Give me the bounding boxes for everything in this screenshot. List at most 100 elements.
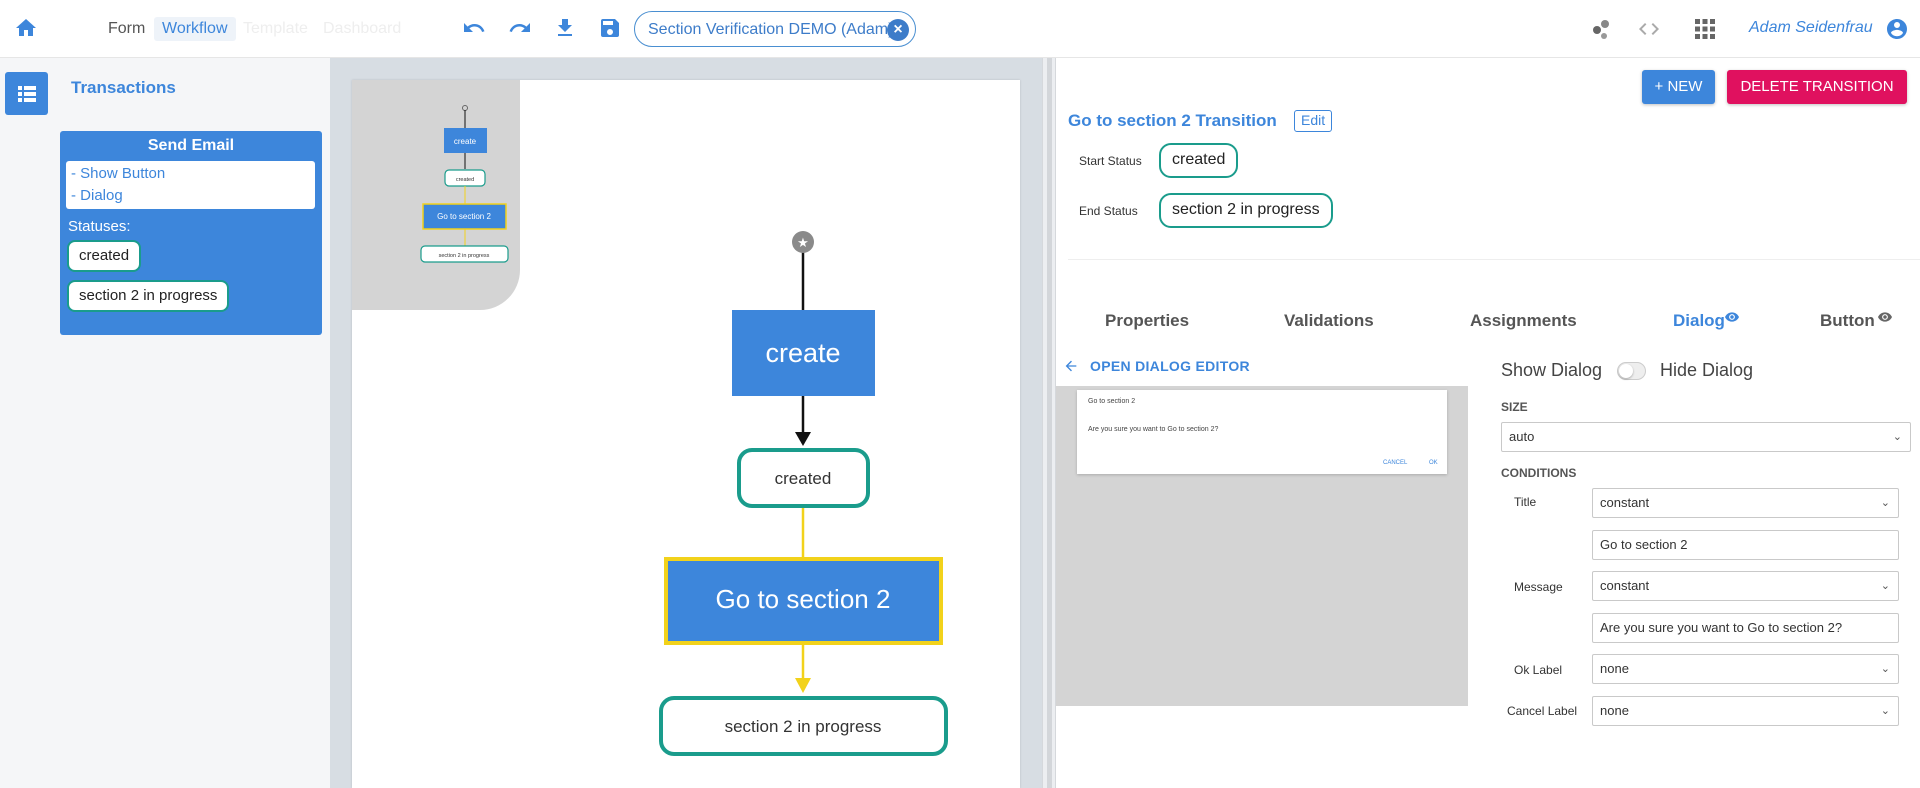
start-node[interactable]: [792, 231, 814, 253]
title-input[interactable]: Go to section 2: [1592, 530, 1899, 560]
transactions-panel: Transactions Send Email - Show Button - …: [0, 58, 330, 788]
undo-icon[interactable]: [460, 16, 488, 45]
preview-title: Go to section 2: [1088, 398, 1136, 405]
end-status-label: End Status: [1079, 204, 1138, 218]
minimap-node-end-label: section 2 in progress: [439, 253, 490, 259]
tab-validations[interactable]: Validations: [1284, 311, 1374, 330]
node-end[interactable]: [659, 696, 948, 756]
minimap-node-end: [420, 245, 509, 263]
node-transition[interactable]: [664, 557, 943, 645]
minimap-node-transition-label: Go to section 2: [437, 212, 491, 221]
action-item-dialog[interactable]: - Dialog: [71, 187, 123, 204]
minimap-node-transition: [422, 203, 507, 230]
cancel-label-value: none: [1600, 703, 1629, 718]
home-icon[interactable]: [13, 16, 39, 40]
document-chip-label: Section Verification DEMO (Adam): [648, 21, 894, 38]
tab-properties[interactable]: Properties: [1105, 311, 1190, 330]
panel-resize-handle[interactable]: [1042, 58, 1056, 788]
open-dialog-editor-link[interactable]: OPEN DIALOG EDITOR: [1090, 358, 1250, 374]
conditions-label: CONDITIONS: [1501, 466, 1577, 480]
transition-title: Go to section 2 Transition: [1068, 111, 1277, 130]
resize-bar: [1047, 58, 1052, 788]
preview-cancel: CANCEL: [1383, 460, 1408, 466]
delete-transition-button[interactable]: DELETE TRANSITION: [1727, 70, 1907, 104]
chevron-down-icon: ⌄: [1892, 431, 1902, 443]
show-dialog-label: Show Dialog: [1501, 360, 1603, 380]
end-status-chip[interactable]: section 2 in progress: [1159, 193, 1333, 228]
action-item-show-button[interactable]: - Show Button: [71, 165, 166, 182]
tab-button[interactable]: Button: [1820, 311, 1875, 330]
transition-detail-panel: + NEW DELETE TRANSITION Go to section 2 …: [1056, 58, 1920, 788]
transaction-card[interactable]: Send Email - Show Button - Dialog Status…: [60, 131, 322, 335]
list-view-button[interactable]: [5, 72, 48, 115]
tab-template[interactable]: Template: [243, 20, 308, 37]
arrow-head: [795, 432, 811, 446]
hide-dialog-label: Hide Dialog: [1660, 360, 1754, 380]
minimap-node-create-label: create: [454, 137, 477, 146]
account-icon[interactable]: [1885, 17, 1909, 46]
title-condition-label: Title: [1514, 495, 1537, 509]
tab-assignments[interactable]: Assignments: [1470, 311, 1577, 330]
transaction-card-header: Send Email: [147, 137, 235, 154]
code-icon[interactable]: [1636, 17, 1662, 46]
edit-button[interactable]: Edit: [1294, 110, 1333, 132]
top-toolbar: Form Workflow Template Dashboard Section…: [0, 0, 1920, 58]
workflow-diagram: ★ create created Go to section 2 section…: [659, 231, 948, 756]
node-created[interactable]: [737, 448, 870, 508]
minimap[interactable]: [352, 80, 520, 310]
list-icon: [18, 86, 36, 102]
graph-icon[interactable]: [1590, 18, 1612, 45]
status-chip[interactable]: created: [67, 240, 142, 272]
user-name[interactable]: Adam Seidenfrau: [1749, 19, 1873, 36]
eye-icon: [1725, 309, 1739, 327]
tab-dashboard[interactable]: Dashboard: [323, 20, 402, 37]
message-condition-label: Message: [1514, 580, 1563, 594]
section-divider: [1068, 259, 1920, 260]
preview-ok: OK: [1429, 460, 1438, 466]
save-icon[interactable]: [598, 16, 622, 45]
cancel-label-condition-label: Cancel Label: [1507, 704, 1578, 718]
minimap-node-create: [444, 128, 487, 153]
ok-label-select[interactable]: none ⌄: [1592, 654, 1899, 684]
toggle-knob: [1619, 364, 1633, 378]
size-select-value: auto: [1509, 429, 1535, 444]
start-status-label: Start Status: [1079, 154, 1142, 168]
chevron-down-icon: ⌄: [1880, 663, 1890, 675]
node-end-label: section 2 in progress: [725, 717, 882, 736]
node-create[interactable]: [732, 310, 875, 396]
node-create-label: create: [765, 338, 840, 368]
cancel-label-select[interactable]: none ⌄: [1592, 696, 1899, 726]
title-condition-select[interactable]: constant ⌄: [1592, 488, 1899, 518]
document-chip[interactable]: Section Verification DEMO (Adam) ×: [634, 11, 916, 47]
minimap-start: [462, 105, 468, 111]
size-select[interactable]: auto ⌄: [1501, 422, 1911, 452]
tab-workflow[interactable]: Workflow: [154, 17, 236, 41]
message-input[interactable]: Are you sure you want to Go to section 2…: [1592, 613, 1899, 643]
preview-message: Are you sure you want to Go to section 2…: [1088, 426, 1219, 433]
apps-icon[interactable]: [1694, 18, 1716, 45]
node-transition-label: Go to section 2: [716, 584, 891, 614]
arrow-left-icon[interactable]: [1063, 358, 1079, 379]
ok-label-value: none: [1600, 661, 1629, 676]
redo-icon[interactable]: [506, 16, 534, 45]
title-condition-value: constant: [1600, 495, 1650, 510]
start-status-chip[interactable]: created: [1159, 143, 1239, 178]
minimap-diagram: create created Go to section 2 section 2…: [420, 105, 509, 263]
minimap-node-created-label: created: [456, 177, 474, 183]
chevron-down-icon: ⌄: [1880, 497, 1890, 509]
tab-dialog[interactable]: Dialog: [1673, 311, 1725, 330]
node-created-label: created: [775, 469, 832, 488]
dialog-preview: Go to section 2 Are you sure you want to…: [1077, 390, 1447, 474]
panel-title: Transactions: [71, 78, 176, 97]
start-star-icon: ★: [797, 235, 809, 250]
message-condition-select[interactable]: constant⌄: [1592, 571, 1899, 601]
close-icon[interactable]: ×: [887, 19, 909, 41]
statuses-label: Statuses:: [68, 218, 131, 235]
tab-form[interactable]: Form: [108, 20, 146, 37]
chevron-down-icon: ⌄: [1880, 705, 1890, 717]
new-button[interactable]: + NEW: [1642, 70, 1715, 104]
download-icon[interactable]: [553, 15, 577, 46]
dialog-toggle[interactable]: [1617, 362, 1646, 380]
size-label: SIZE: [1501, 400, 1528, 414]
status-chip[interactable]: section 2 in progress: [67, 280, 230, 312]
